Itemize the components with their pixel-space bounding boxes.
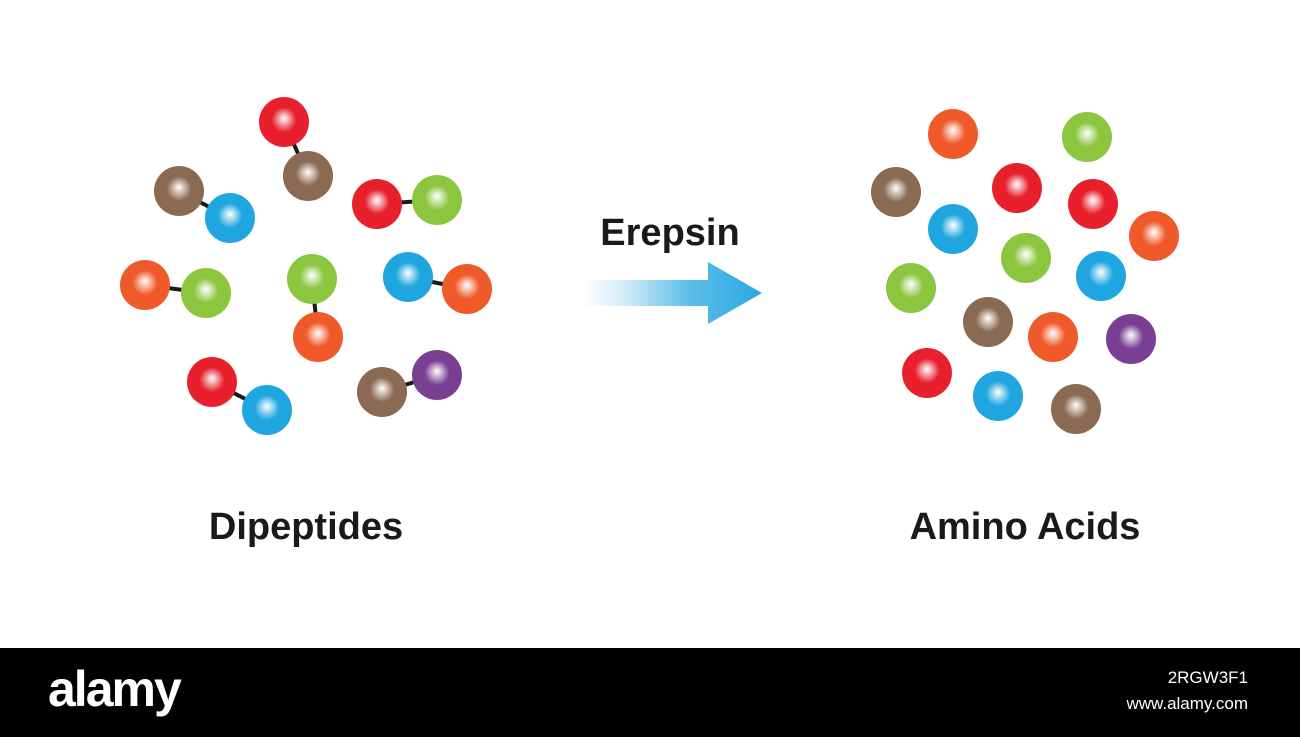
dipeptide-molecule bbox=[287, 254, 343, 362]
amino-acid-green bbox=[412, 175, 462, 225]
digestion-diagram bbox=[120, 97, 1179, 435]
free-amino-acid-brown bbox=[1051, 384, 1101, 434]
free-amino-acid-brown bbox=[871, 167, 921, 217]
free-amino-acid-blue bbox=[973, 371, 1023, 421]
amino-acid-blue bbox=[205, 193, 255, 243]
free-amino-acid-orange bbox=[1028, 312, 1078, 362]
watermark-footer: alamy 2RGW3F1 www.alamy.com bbox=[0, 648, 1300, 737]
dipeptide-molecule bbox=[357, 350, 462, 417]
dipeptides-label: Dipeptides bbox=[208, 506, 404, 548]
amino-acid-green bbox=[181, 268, 231, 318]
amino-acids-label: Amino Acids bbox=[909, 506, 1141, 548]
amino-acid-blue bbox=[383, 252, 433, 302]
amino-acid-red bbox=[187, 357, 237, 407]
free-amino-acid-blue bbox=[928, 204, 978, 254]
free-amino-acid-purple bbox=[1106, 314, 1156, 364]
dipeptide-molecule bbox=[352, 175, 462, 229]
free-amino-acid-blue bbox=[1076, 251, 1126, 301]
enzyme-label: Erepsin bbox=[600, 212, 740, 254]
amino-acid-red bbox=[352, 179, 402, 229]
site-url: www.alamy.com bbox=[1126, 694, 1248, 713]
amino-acid-red bbox=[259, 97, 309, 147]
arrow-shape bbox=[582, 262, 762, 324]
free-amino-acid-brown bbox=[963, 297, 1013, 347]
brand-logo: alamy bbox=[48, 661, 182, 717]
free-amino-acid-red bbox=[1068, 179, 1118, 229]
amino-acid-orange bbox=[120, 260, 170, 310]
dipeptide-molecule bbox=[383, 252, 492, 314]
amino-acid-purple bbox=[412, 350, 462, 400]
free-amino-acid-red bbox=[902, 348, 952, 398]
free-amino-acid-green bbox=[1062, 112, 1112, 162]
free-amino-acid-orange bbox=[928, 109, 978, 159]
amino-acid-blue bbox=[242, 385, 292, 435]
dipeptides-group bbox=[120, 97, 492, 435]
free-amino-acid-green bbox=[886, 263, 936, 313]
dipeptide-molecule bbox=[259, 97, 333, 201]
amino-acid-brown bbox=[283, 151, 333, 201]
free-amino-acid-red bbox=[992, 163, 1042, 213]
amino-acid-brown bbox=[357, 367, 407, 417]
amino-acid-green bbox=[287, 254, 337, 304]
amino-acids-group bbox=[871, 109, 1179, 434]
free-amino-acid-green bbox=[1001, 233, 1051, 283]
free-amino-acid-orange bbox=[1129, 211, 1179, 261]
dipeptide-molecule bbox=[120, 260, 231, 318]
amino-acid-brown bbox=[154, 166, 204, 216]
image-id: 2RGW3F1 bbox=[1167, 668, 1248, 687]
dipeptide-molecule bbox=[187, 357, 292, 435]
amino-acid-orange bbox=[442, 264, 492, 314]
amino-acid-orange bbox=[293, 312, 343, 362]
dipeptide-molecule bbox=[154, 166, 255, 243]
reaction-arrow bbox=[582, 262, 762, 324]
